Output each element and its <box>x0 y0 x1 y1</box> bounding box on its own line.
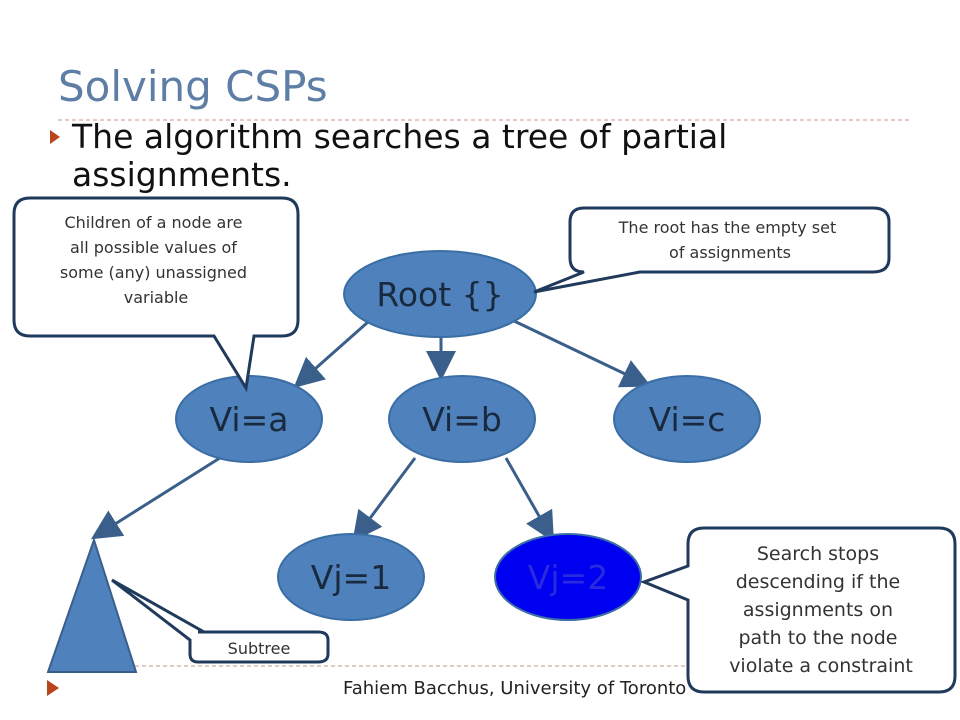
slide-title: Solving CSPs <box>58 62 328 111</box>
footer-arrow-icon <box>47 680 59 696</box>
callout-subtree-label <box>111 578 330 664</box>
callout-stop-note <box>639 526 957 694</box>
callout-subtree-text: Subtree <box>228 639 291 658</box>
callout-stop-line: Search stops <box>757 543 879 565</box>
callout-stop-line: violate a constraint <box>729 655 913 677</box>
node-vi-a-label: Vi=a <box>210 400 289 439</box>
root-node <box>343 250 537 338</box>
callout-children-line: Children of a node are <box>64 213 242 232</box>
node-vi-c-label: Vi=c <box>649 400 726 439</box>
edge-vi-b-to-vj-1 <box>352 457 417 542</box>
bullet-text: The algorithm searches a tree of partial… <box>72 117 728 194</box>
callout-children-line: variable <box>124 288 189 307</box>
node-vj-2-failed <box>494 533 642 621</box>
subtree-triangle <box>46 536 138 673</box>
callout-root-text: The root has the empty set of assignment… <box>618 218 842 262</box>
root-node-label: Root {} <box>376 275 503 314</box>
callout-stop-line: assignments on <box>743 599 893 621</box>
callout-children-note <box>12 196 300 393</box>
node-vj-1-label: Vj=1 <box>311 558 391 597</box>
node-vj-2-label: Vj=2 <box>528 558 608 597</box>
node-vi-b <box>388 375 536 463</box>
bullet-point: The algorithm searches a tree of partial… <box>50 118 790 194</box>
edge-vi-a-to-subtree <box>90 454 224 540</box>
edge-root-to-vi-c <box>511 318 652 388</box>
callout-stop-line: descending if the <box>736 571 901 593</box>
callout-stop-line: path to the node <box>738 627 897 649</box>
callout-children-line: some (any) unassigned <box>60 263 247 282</box>
callout-root-line: of assignments <box>669 243 791 262</box>
node-vi-b-label: Vi=b <box>422 400 502 439</box>
node-vj-1 <box>277 533 425 621</box>
callout-root-line: The root has the empty set <box>618 218 837 237</box>
bullet-arrow-icon <box>50 130 60 144</box>
callout-stop-text: Search stops descending if the assignmen… <box>729 543 913 677</box>
edge-root-to-vi-a <box>293 320 369 388</box>
footer-credit: Fahiem Bacchus, University of Toronto <box>343 678 687 699</box>
callout-root-note <box>533 206 891 294</box>
node-vi-c <box>613 375 761 463</box>
edge-vi-b-to-vj-2 <box>504 457 554 543</box>
callout-children-line: all possible values of <box>70 238 237 257</box>
callout-children-text: Children of a node are all possible valu… <box>60 213 252 307</box>
